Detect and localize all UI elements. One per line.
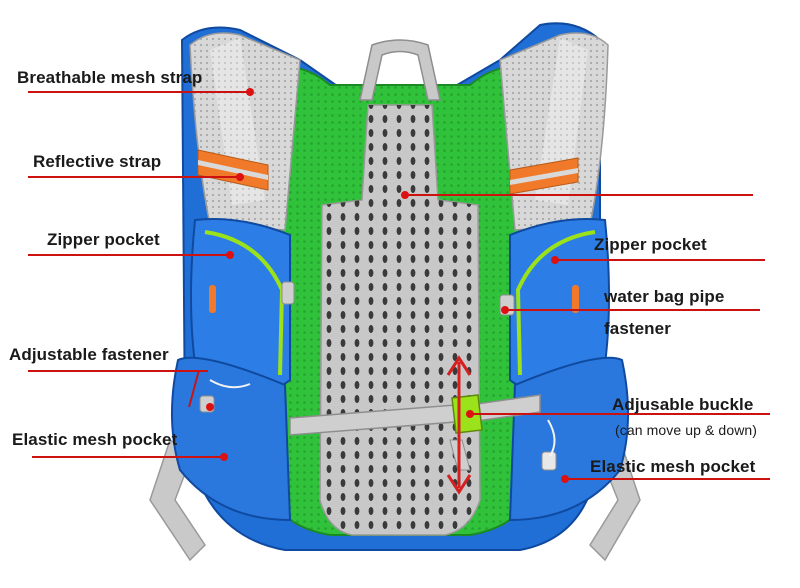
label-adjustable-fastener: Adjustable fastener bbox=[9, 345, 169, 364]
marker-elastic-mesh-pocket-right bbox=[561, 475, 569, 483]
label-elastic-mesh-pocket-left: Elastic mesh pocket bbox=[12, 430, 178, 449]
leader-adjusable-buckle bbox=[470, 413, 770, 415]
marker-zipper-pocket-right bbox=[551, 256, 559, 264]
leader-zipper-pocket-right bbox=[555, 259, 765, 261]
cord-lock-right bbox=[541, 451, 557, 471]
leader-center-mesh bbox=[405, 194, 753, 196]
marker-elastic-mesh-pocket-left bbox=[220, 453, 228, 461]
label-reflective-strap: Reflective strap bbox=[33, 152, 162, 171]
label-zipper-pocket-right: Zipper pocket bbox=[594, 235, 707, 254]
leader-adjustable-fastener bbox=[28, 370, 208, 372]
leader-reflective-strap bbox=[28, 176, 240, 178]
marker-adjustable-fastener bbox=[206, 403, 214, 411]
label-buckle-note: (can move up & down) bbox=[615, 422, 758, 438]
elastic-mesh-pocket-left bbox=[170, 356, 292, 522]
label-breathable-mesh-strap: Breathable mesh strap bbox=[17, 68, 203, 87]
marker-zipper-pocket-left bbox=[226, 251, 234, 259]
label-adjusable-buckle: Adjusable buckle bbox=[612, 395, 754, 414]
label-fastener: fastener bbox=[604, 319, 671, 338]
leader-elastic-mesh-pocket-right bbox=[565, 478, 770, 480]
leader-water-bag-pipe bbox=[505, 309, 760, 311]
marker-reflective-strap bbox=[236, 173, 244, 181]
label-water-bag-pipe: water bag pipe bbox=[604, 287, 725, 306]
leader-breathable-mesh-strap bbox=[28, 91, 250, 93]
marker-water-bag-pipe bbox=[501, 306, 509, 314]
side-fastener-left bbox=[281, 281, 295, 305]
elastic-mesh-pocket-right bbox=[508, 356, 630, 522]
label-elastic-mesh-pocket-right: Elastic mesh pocket bbox=[590, 457, 756, 476]
up-down-arrow-icon bbox=[446, 355, 472, 495]
carry-handle bbox=[359, 39, 441, 101]
leader-elastic-mesh-pocket-left bbox=[32, 456, 224, 458]
leader-zipper-pocket-left bbox=[28, 254, 230, 256]
zipper-pull-right bbox=[572, 285, 579, 313]
marker-breathable-mesh-strap bbox=[246, 88, 254, 96]
zipper-pull-left bbox=[209, 285, 216, 313]
marker-adjusable-buckle bbox=[466, 410, 474, 418]
marker-center-mesh bbox=[401, 191, 409, 199]
label-zipper-pocket-left: Zipper pocket bbox=[47, 230, 160, 249]
